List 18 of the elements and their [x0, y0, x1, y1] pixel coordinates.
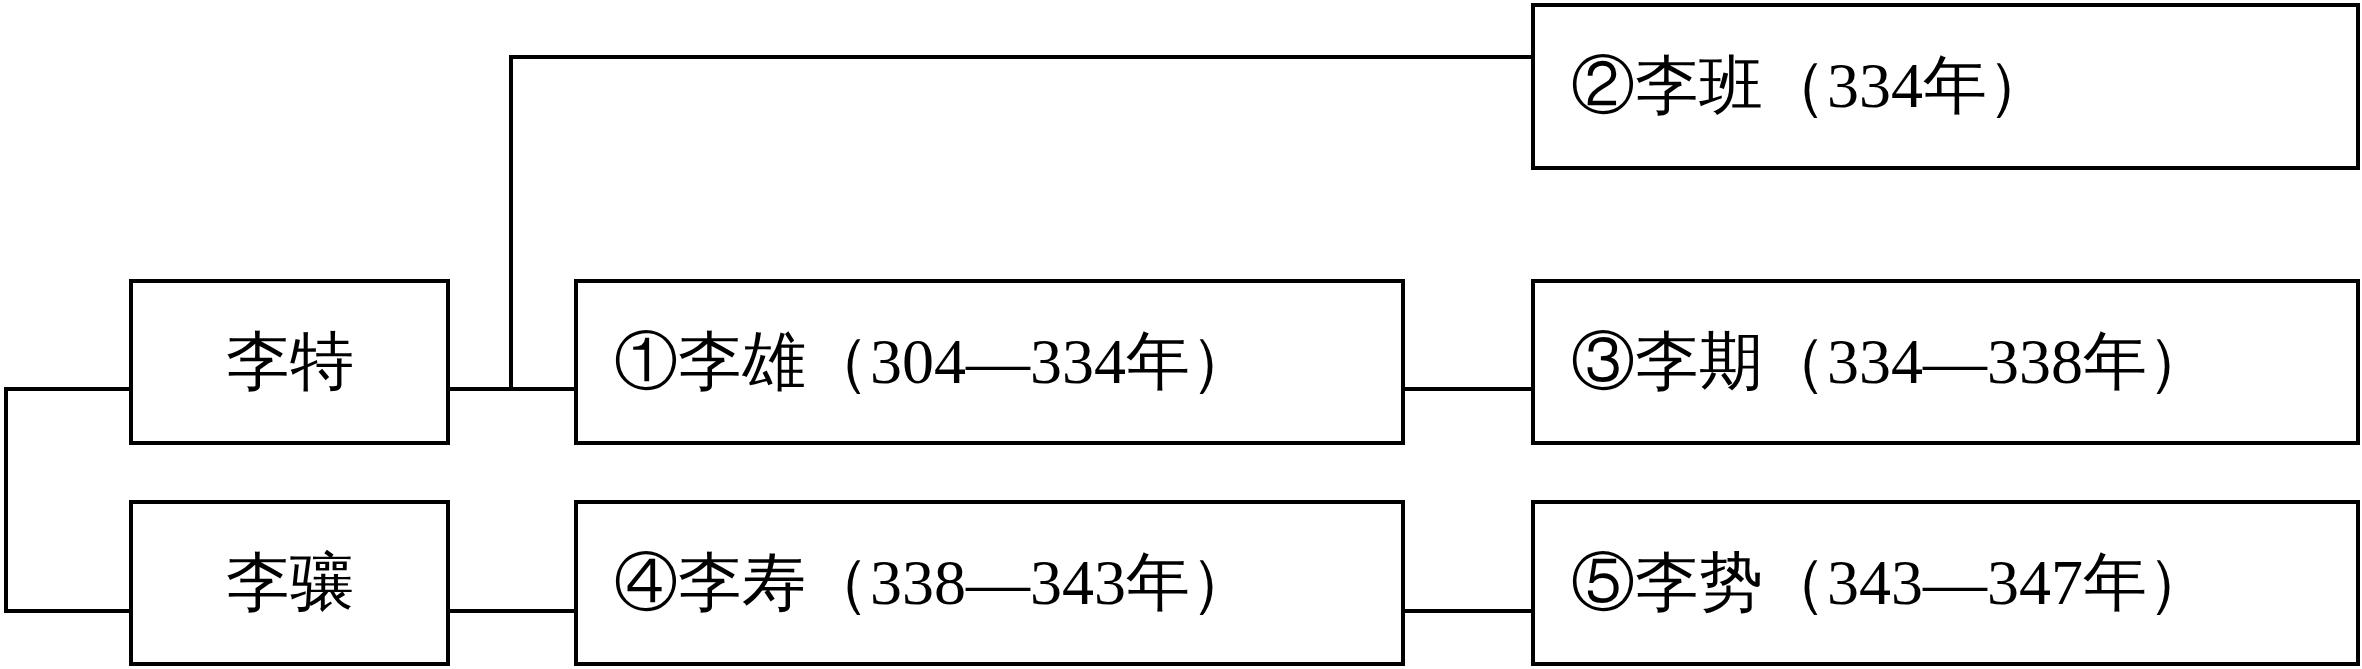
name-text: ①李雄（304—334年） [614, 326, 1254, 398]
connector-line [450, 609, 574, 613]
name-text: 李特 [225, 326, 354, 398]
name-text: ⑤李势（343—347年） [1571, 547, 2211, 619]
name-text: ②李班（334年） [1571, 51, 2051, 122]
name-box [129, 279, 450, 445]
name-box [1531, 3, 2360, 170]
name-box [574, 279, 1405, 445]
connector-line [1405, 387, 1531, 391]
name-text: ③李期（334—338年） [1571, 326, 2211, 398]
name-text: ④李寿（338—343年） [614, 547, 1254, 619]
name-box [574, 500, 1405, 666]
name-box [129, 500, 450, 666]
name-text: 李骧 [225, 547, 354, 619]
name-box [1531, 279, 2360, 445]
connector-line [1405, 609, 1531, 613]
name-box [1531, 500, 2360, 666]
connector-line [4, 387, 129, 613]
